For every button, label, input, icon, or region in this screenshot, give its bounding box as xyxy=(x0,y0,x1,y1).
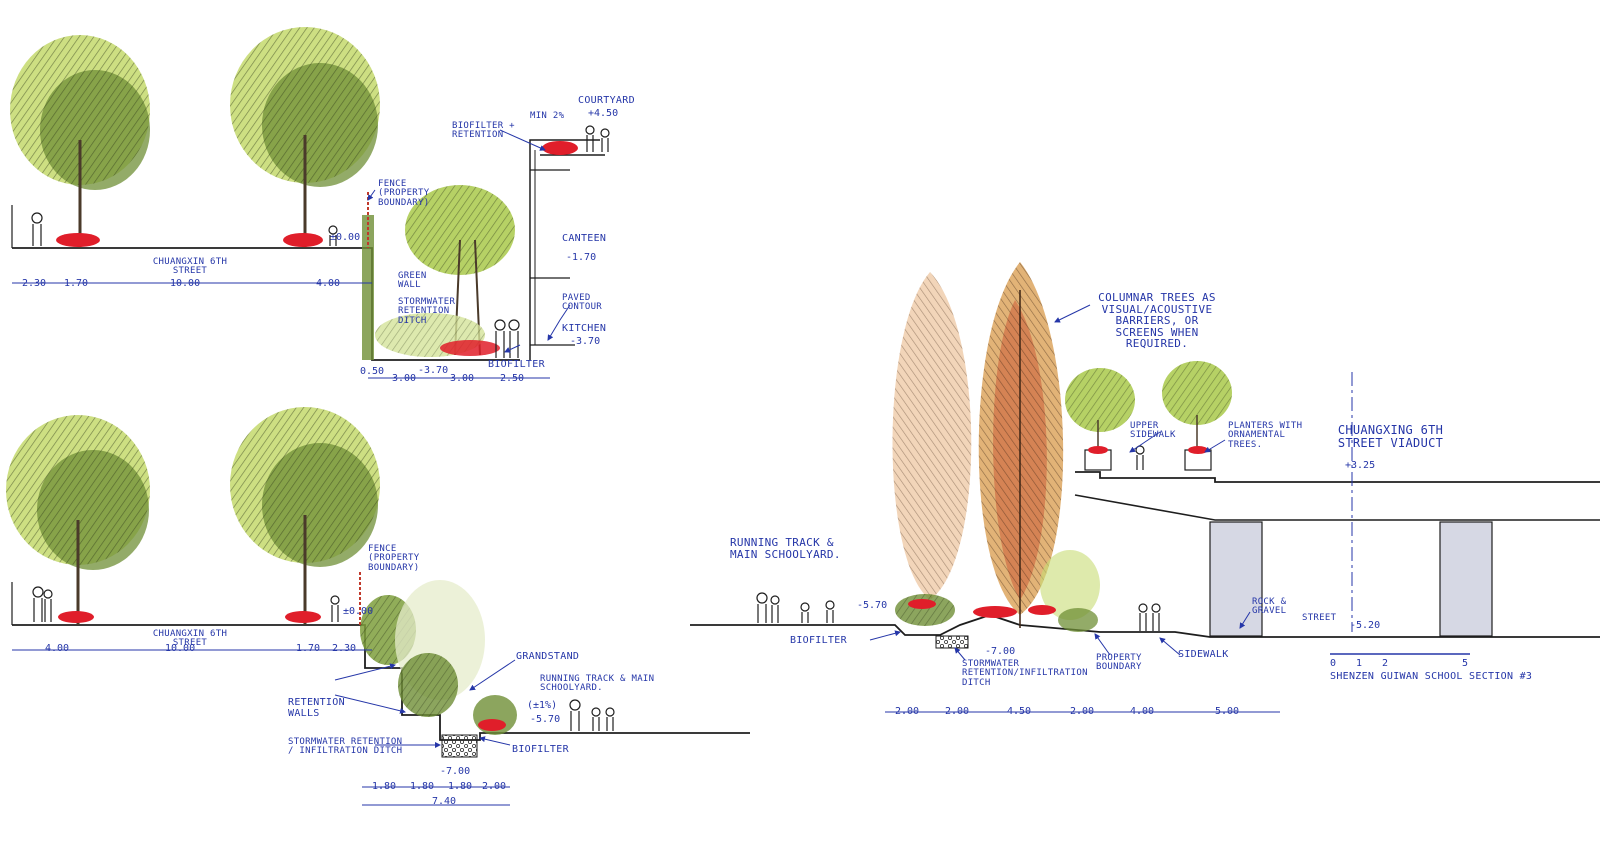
running-track-label: RUNNING TRACK & MAIN SCHOOLYARD. xyxy=(540,674,655,694)
flower-bed-icon xyxy=(58,611,506,731)
retention-walls-label: RETENTION WALLS xyxy=(288,697,345,719)
flower-bed-icon xyxy=(908,446,1208,618)
drawing-title: SHENZEN GUIWAN SCHOOL SECTION #3 xyxy=(1330,671,1533,682)
person-icon xyxy=(32,586,615,731)
dim-1: 2.00 xyxy=(895,706,920,717)
biofilter-label: BIOFILTER xyxy=(790,635,847,646)
rock-gravel-label: ROCK & GRAVEL xyxy=(1252,597,1287,617)
biofilter-label: BIOFILTER xyxy=(488,359,545,370)
retention-ditch xyxy=(935,635,969,649)
canteen-label: CANTEEN xyxy=(562,233,607,244)
stormwater-label: STORMWATER RETENTION/INFILTRATION DITCH xyxy=(962,659,1088,688)
scale-tick-0: 0 xyxy=(1330,658,1337,669)
yard-level: -5.70 xyxy=(857,600,888,611)
ditch-level: -3.70 xyxy=(418,365,449,376)
tree-icon xyxy=(1040,361,1232,620)
dim-ditch-4: 2.00 xyxy=(482,781,507,792)
dim-total: 7.40 xyxy=(432,796,457,807)
dim-street-3: 1.70 xyxy=(296,643,321,654)
biofilter-label: BIOFILTER xyxy=(512,744,569,755)
street-label: CHUANGXIN 6TH STREET xyxy=(152,257,228,277)
dim-ditch-1: 0.50 xyxy=(360,366,385,377)
upper-sidewalk-label: UPPER SIDEWALK xyxy=(1130,421,1176,441)
scale-tick-5: 5 xyxy=(1462,658,1469,669)
dim-ditch-3: 3.00 xyxy=(450,373,475,384)
viaduct-label: CHUANGXING 6TH STREET VIADUCT xyxy=(1337,423,1444,450)
section-top xyxy=(10,27,610,379)
property-boundary-label: PROPERTY BOUNDARY xyxy=(1096,653,1142,673)
ditch-level: -7.00 xyxy=(440,766,471,777)
tree-icon xyxy=(230,407,380,625)
tree-icon xyxy=(6,415,150,625)
shrub-icon xyxy=(360,580,517,735)
paved-contour-label: PAVED CONTOUR xyxy=(562,293,603,313)
scale-tick-2: 2 xyxy=(1382,658,1389,669)
dim-ditch-2: 3.00 xyxy=(392,373,417,384)
columnar-tree-icon xyxy=(892,262,1064,628)
palm-tree-icon xyxy=(405,185,515,356)
scale-tick-1: 1 xyxy=(1356,658,1363,669)
tree-icon xyxy=(10,35,150,248)
dim-4: 2.00 xyxy=(1070,706,1095,717)
street-level: -5.20 xyxy=(1350,620,1381,631)
section-right xyxy=(690,262,1600,713)
sidewalk-label: SIDEWALK xyxy=(1178,649,1229,660)
building-wall xyxy=(529,139,600,360)
dim-ditch-1: 1.80 xyxy=(372,781,397,792)
dim-ditch-2: 1.80 xyxy=(410,781,435,792)
min-slope-label: MIN 2% xyxy=(530,111,565,121)
dim-2: 2.00 xyxy=(945,706,970,717)
stormwater-label: STORMWATER RETENTION / INFILTRATION DITC… xyxy=(288,737,403,757)
fence-label: FENCE (PROPERTY BOUNDARY) xyxy=(378,179,430,208)
kitchen-level: -3.70 xyxy=(570,336,601,347)
dim-ditch-3: 1.80 xyxy=(448,781,473,792)
dim-ditch-4: 2.50 xyxy=(500,373,525,384)
street-label: CHUANGXIN 6TH STREET xyxy=(152,629,228,649)
person-icon xyxy=(756,445,1161,631)
tree-icon xyxy=(230,27,380,248)
dim-5: 4.00 xyxy=(1130,706,1155,717)
dim-street-2: 1.70 xyxy=(64,278,89,289)
viaduct-level: +3.25 xyxy=(1345,460,1376,471)
dim-street-3: 10.00 xyxy=(170,278,201,289)
street-level: ±0.00 xyxy=(343,606,374,617)
grandstand-label: GRANDSTAND xyxy=(516,651,580,662)
courtyard-label: COURTYARD xyxy=(578,95,635,106)
person-icon xyxy=(31,125,610,358)
dim-street-1: 2.30 xyxy=(22,278,47,289)
retention-ditch xyxy=(441,734,478,758)
running-track-label: RUNNING TRACK & MAIN SCHOOLYARD. xyxy=(730,536,841,561)
dim-street-4: 2.30 xyxy=(332,643,357,654)
dim-street-1: 4.00 xyxy=(45,643,70,654)
columnar-trees-label: COLUMNAR TREES AS VISUAL/ACOUSTIVE BARRI… xyxy=(1098,291,1216,351)
viaduct-icon xyxy=(1074,449,1600,637)
flower-bed-icon xyxy=(56,141,578,356)
kitchen-label: KITCHEN xyxy=(562,323,607,334)
dim-street-4: 4.00 xyxy=(316,278,341,289)
dim-6: 5.00 xyxy=(1215,706,1240,717)
green-wall-label: GREEN WALL xyxy=(398,271,427,291)
yard-level: -5.70 xyxy=(530,714,561,725)
planters-label: PLANTERS WITH ORNAMENTAL TREES. xyxy=(1228,421,1303,450)
street-level: ±0.00 xyxy=(330,232,361,243)
street-label: STREET xyxy=(1302,613,1337,623)
stormwater-label: STORMWATER RETENTION DITCH xyxy=(398,297,456,326)
canteen-level: -1.70 xyxy=(566,252,597,263)
dim-3: 4.50 xyxy=(1007,706,1032,717)
green-wall xyxy=(362,215,374,360)
dim-street-2: 10.00 xyxy=(165,643,196,654)
ditch-level: -7.00 xyxy=(985,646,1016,657)
slope-label: (±1%) xyxy=(527,700,558,711)
section-bottom xyxy=(6,407,750,806)
courtyard-level: +4.50 xyxy=(588,108,619,119)
fence-label: FENCE (PROPERTY BOUNDARY) xyxy=(368,544,420,573)
biofilter-retention-label: BIOFILTER + RETENTION xyxy=(452,121,515,141)
